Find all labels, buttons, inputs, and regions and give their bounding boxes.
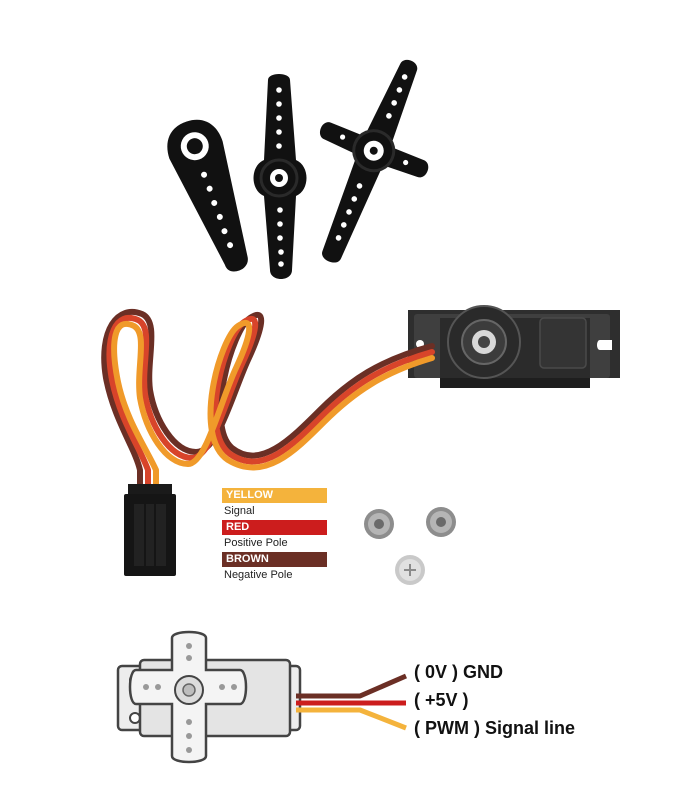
servo-cable	[101, 309, 435, 491]
legend-red-desc: Positive Pole	[224, 537, 288, 549]
vcc-label: ( +5V )	[414, 690, 469, 710]
legend-yellow-chip: YELLOW	[222, 488, 327, 503]
single-arm-horn	[167, 119, 248, 272]
legend-yellow-desc: Signal	[224, 505, 255, 517]
mounting-screws	[364, 507, 456, 585]
legend-red-chip: RED	[222, 520, 327, 535]
pwm-label: ( PWM ) Signal line	[414, 718, 575, 738]
legend-brown-chip: BROWN	[222, 552, 327, 567]
servo-outline-diagram	[116, 630, 407, 764]
legend-brown-desc: Negative Pole	[224, 569, 293, 581]
servo-motor	[408, 305, 620, 388]
wire-color-legend: YELLOW Signal RED Positive Pole BROWN Ne…	[222, 488, 327, 584]
cross-horn	[320, 59, 429, 263]
gnd-label: ( 0V ) GND	[414, 662, 504, 682]
servo-connector	[124, 484, 176, 576]
double-arm-horn	[253, 74, 307, 279]
